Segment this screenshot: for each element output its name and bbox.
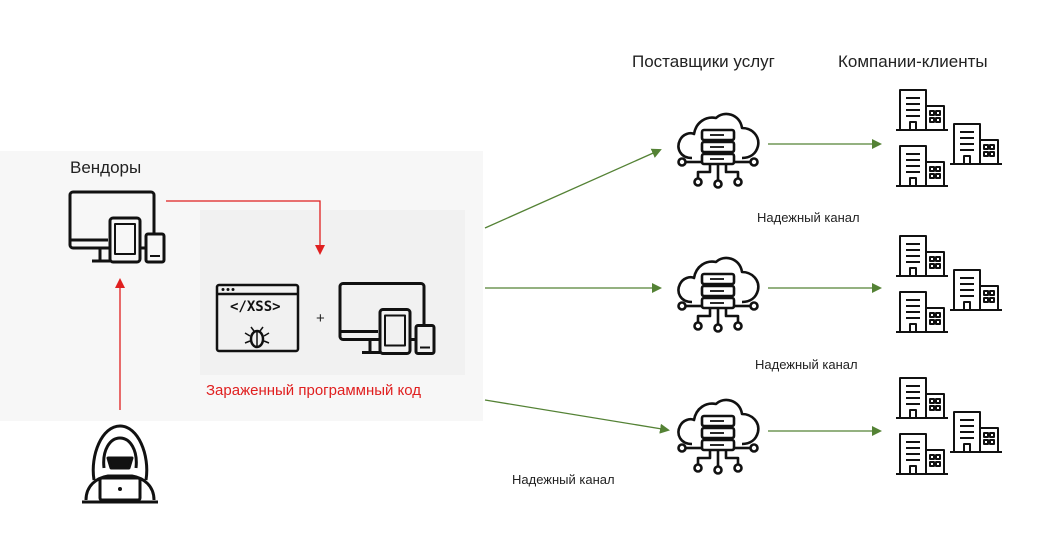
plus-sign: + (316, 310, 325, 327)
cloud-server-icon (677, 112, 760, 189)
xss-tag-text: </XSS> (230, 299, 281, 315)
trusted-channel-label-3: Надежный канал (512, 472, 615, 487)
office-buildings-icon (896, 89, 1002, 187)
office-buildings-icon (896, 377, 1002, 475)
office-buildings-icon (896, 235, 1002, 333)
infected-to-provider-3-arrow (484, 399, 670, 434)
cloud-server-icon (677, 398, 760, 475)
infected-to-provider-1-arrow (484, 148, 662, 229)
infected-code-label: Зараженный программный код (206, 382, 422, 399)
bug-icon (244, 326, 270, 349)
vendor-to-infected-arrow (166, 200, 325, 255)
providers-label: Поставщики услуг (632, 52, 775, 71)
trusted-channel-label-1: Надежный канал (757, 210, 860, 225)
hacker-icon (82, 424, 158, 504)
cloud-server-icon (677, 256, 760, 333)
trusted-channel-label-2: Надежный канал (755, 357, 858, 372)
clients-label: Компании-клиенты (838, 52, 988, 71)
vendors-label: Вендоры (70, 158, 142, 177)
xss-code-window-icon (215, 283, 300, 353)
devices-icon (68, 190, 166, 264)
devices-icon (338, 282, 436, 355)
